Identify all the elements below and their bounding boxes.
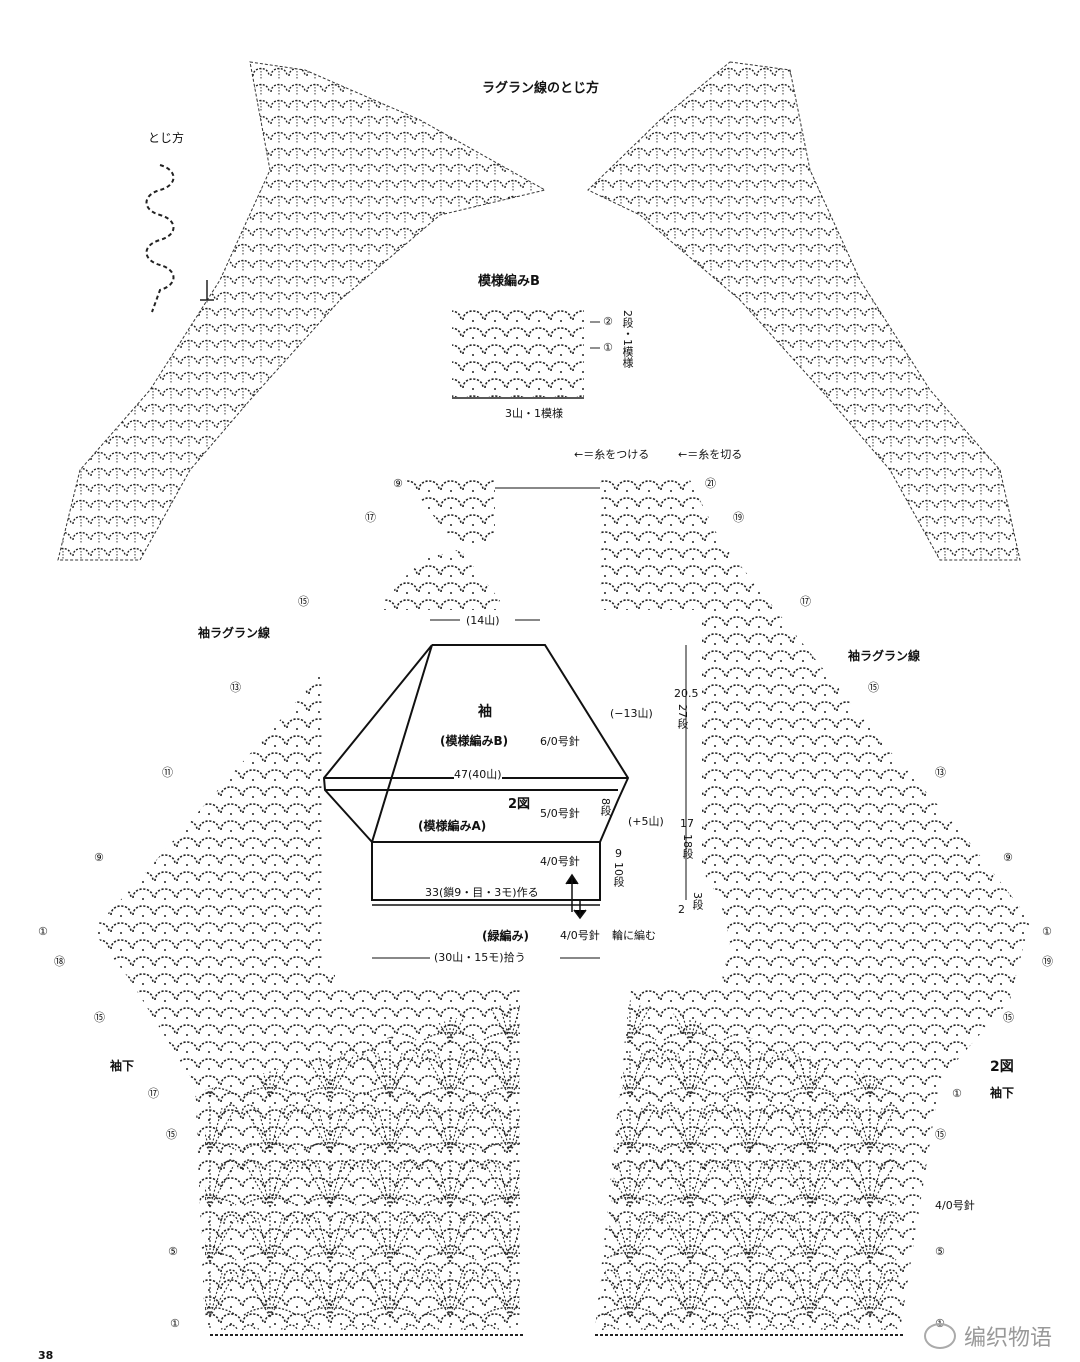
schematic-pattern-a-rows: 8段 [599, 798, 612, 816]
pattern-b-rows: 2段・1模様 [621, 310, 634, 368]
schematic-edge-height: 2 [678, 903, 685, 916]
schematic-top-width: (14山) [466, 614, 500, 627]
schematic-edging-needle: 4/0号針 [560, 929, 600, 942]
watermark-text: 编织物语 [963, 1326, 1052, 1351]
row-marker-right: ⑮ [935, 1128, 946, 1141]
schematic-edge-rows: 3段 [691, 892, 704, 910]
schematic-needle-5: 5/0号針 [540, 807, 580, 820]
schematic-wide-width: 47(40山) [454, 768, 502, 781]
schematic-pattern-b: (模様編みB) [440, 734, 509, 748]
row-marker-right: ⑰ [800, 595, 811, 608]
underarm-label-right: 袖下 [990, 1086, 1015, 1100]
schematic-needle-6: 6/0号針 [540, 735, 580, 748]
pattern-b-repeat: 3山・1模様 [505, 407, 563, 420]
row-marker-left: ⑰ [148, 1087, 159, 1100]
row-marker-right: ⑮ [868, 681, 879, 694]
wechat-icon [923, 1323, 956, 1349]
row-marker-right: ① [1042, 925, 1052, 938]
row-marker-left: ⑮ [298, 595, 309, 608]
join-method-stitch [145, 164, 175, 313]
row-marker-left: ① [38, 925, 48, 938]
schematic-decrease: (−13山) [610, 707, 653, 720]
schematic-cuff-needle: 4/0号針 [540, 855, 580, 868]
row-marker-right: ⑬ [935, 766, 946, 779]
schematic-cuff-height: 9 [615, 847, 622, 860]
sleeve-pineapple-right [600, 1000, 900, 1330]
row-marker-left: ⑮ [94, 1011, 105, 1024]
row-marker-right: ⑤ [935, 1245, 945, 1258]
schematic-fig2: 2図 [508, 797, 531, 812]
row-marker-left: ⑱ [54, 955, 65, 968]
schematic-height: 20.5 [674, 687, 699, 700]
row-marker-right: ㉑ [705, 477, 716, 490]
schematic-increase: (+5山) [628, 815, 664, 828]
pattern-b-swatch [452, 305, 584, 397]
schematic-edging: (緑編み) [482, 929, 529, 943]
pattern-b-row-1: ① [603, 341, 613, 354]
row-marker-left: ⑮ [166, 1128, 177, 1141]
schematic-lower-height: 17 [680, 817, 694, 830]
right-needle-label: 4/0号針 [935, 1199, 975, 1212]
join-method-label: とじ方 [148, 131, 185, 145]
schematic-height-rows: 27段 [676, 704, 689, 729]
row-marker-left: ⑤ [168, 1245, 178, 1258]
schematic-chain-start: 33(鎖9・目・3モ)作る [425, 886, 539, 899]
raglan-join-title: ラグラン線のとじ方 [482, 81, 600, 96]
raglan-strip-left [57, 61, 547, 561]
schematic-pattern-a: (模様編みA) [418, 819, 487, 833]
watermark: 编织物语 [923, 1320, 1052, 1352]
schematic-pickup: (30山・15モ)拾う [434, 951, 526, 964]
schematic-lower-rows: 18段 [681, 834, 694, 859]
sleeve-pineapple-left [205, 1000, 520, 1330]
row-marker-left: ⑬ [230, 681, 241, 694]
raglan-label-left: 袖ラグラン線 [198, 626, 271, 640]
row-marker-right: ⑲ [733, 511, 744, 524]
row-marker-left: ⑰ [365, 511, 376, 524]
row-marker-right: ⑮ [1003, 1011, 1014, 1024]
legend-attach: ←＝糸をつける [574, 448, 650, 461]
schematic-sleeve: 袖 [478, 704, 492, 720]
fig2-label-right: 2図 [990, 1059, 1014, 1075]
row-marker-left: ⑨ [94, 851, 104, 864]
row-marker-right: ① [952, 1087, 962, 1100]
row-marker-left: ⑨ [393, 477, 403, 490]
row-marker-right: ⑨ [1003, 851, 1013, 864]
schematic-edging-note: 輪に編む [612, 929, 656, 942]
pattern-b-row-2: ② [603, 315, 613, 328]
underarm-label-left: 袖下 [110, 1059, 135, 1073]
row-marker-left: ① [170, 1317, 180, 1330]
legend-cut: ←＝糸を切る [678, 448, 743, 461]
schematic-cuff-rows: 10段 [612, 862, 625, 887]
join-arrow [200, 280, 214, 301]
raglan-label-right: 袖ラグラン線 [848, 649, 921, 663]
page-number: 38 [38, 1349, 54, 1362]
raglan-strip-right [587, 61, 1021, 561]
sleeve-schematic [322, 644, 630, 901]
row-marker-left: ⑪ [162, 766, 173, 779]
pattern-b-title: 模様編みB [478, 274, 540, 289]
row-marker-right: ⑲ [1042, 955, 1053, 968]
